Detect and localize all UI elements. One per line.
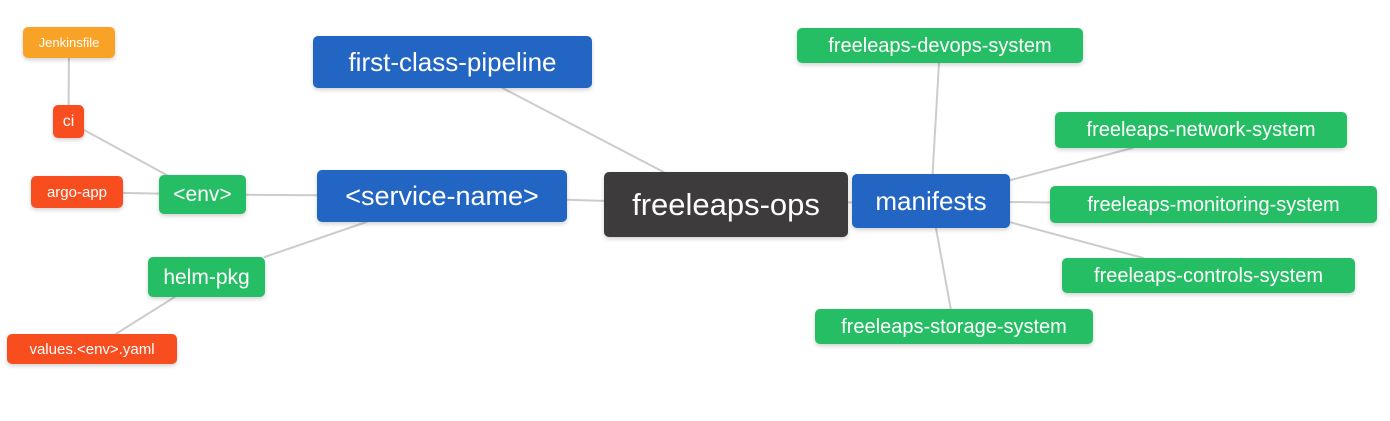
node-freeleaps-devops-system[interactable]: freeleaps-devops-system <box>797 28 1083 63</box>
node-freeleaps-storage-system[interactable]: freeleaps-storage-system <box>815 309 1093 344</box>
edge-ci--env <box>83 128 168 176</box>
node-freeleaps-monitoring-system[interactable]: freeleaps-monitoring-system <box>1050 186 1377 223</box>
node-freeleaps-ops[interactable]: freeleaps-ops <box>604 172 848 237</box>
edge-argo-app--env <box>122 191 160 195</box>
node-argo-app[interactable]: argo-app <box>31 176 123 208</box>
node-env[interactable]: <env> <box>159 175 246 214</box>
edge-values-env-yaml--helm-pkg <box>114 296 176 335</box>
node-manifests[interactable]: manifests <box>852 174 1010 228</box>
edge-service-name--freeleaps-ops <box>566 198 605 202</box>
edge-helm-pkg--service-name <box>263 221 368 258</box>
edge-manifests--freeleaps-network-system <box>1009 147 1134 182</box>
edge-manifests--freeleaps-devops-system <box>931 62 940 175</box>
node-jenkinsfile[interactable]: Jenkinsfile <box>23 27 115 58</box>
edge-manifests--freeleaps-controls-system <box>1009 221 1145 259</box>
node-freeleaps-controls-system[interactable]: freeleaps-controls-system <box>1062 258 1355 293</box>
node-helm-pkg[interactable]: helm-pkg <box>148 257 265 297</box>
node-ci[interactable]: ci <box>53 105 84 138</box>
node-freeleaps-network-system[interactable]: freeleaps-network-system <box>1055 112 1347 148</box>
node-service-name[interactable]: <service-name> <box>317 170 567 222</box>
edge-first-class-pipeline--freeleaps-ops <box>501 87 665 173</box>
edge-manifests--freeleaps-storage-system <box>934 227 952 310</box>
node-first-class-pipeline[interactable]: first-class-pipeline <box>313 36 592 88</box>
node-values-env-yaml[interactable]: values.<env>.yaml <box>7 334 177 364</box>
